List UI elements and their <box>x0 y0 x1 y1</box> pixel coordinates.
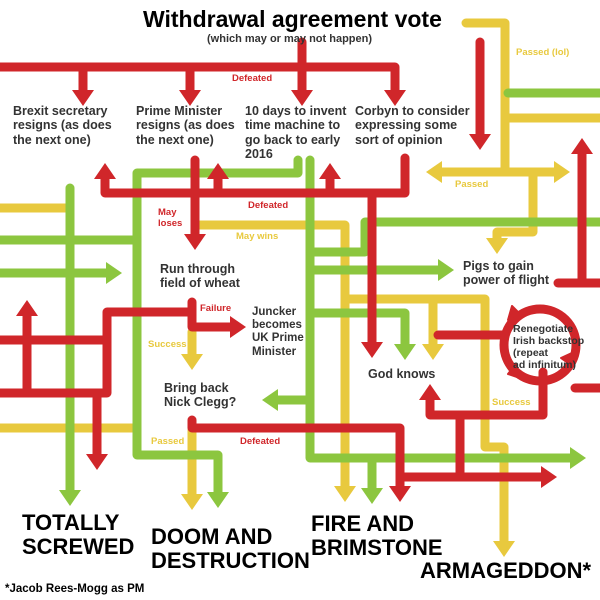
outcome-doom: DOOM AND DESTRUCTION <box>151 524 310 574</box>
node-god-knows: God knows <box>368 367 436 381</box>
label-passed-bottom: Passed <box>151 436 185 447</box>
label-failure: Failure <box>200 303 232 314</box>
label-success-right: Success <box>492 397 531 408</box>
label-defeated-mid: Defeated <box>248 200 289 211</box>
node-brexit-secretary: Brexit secretary resigns (as does the ne… <box>13 104 112 147</box>
defeated-paths <box>0 37 600 502</box>
subtitle: (which may or may not happen) <box>207 33 373 45</box>
outcome-fire: FIRE AND BRIMSTONE <box>311 511 443 561</box>
node-corbyn: Corbyn to consider expressing some sort … <box>355 104 470 147</box>
page-title: Withdrawal agreement vote <box>143 6 442 32</box>
footnote: *Jacob Rees-Mogg as PM <box>5 583 145 595</box>
node-juncker: Juncker becomes UK Prime Minister <box>252 306 304 358</box>
node-nick-clegg: Bring back Nick Clegg? <box>164 381 237 410</box>
label-may-wins: May wins <box>236 231 279 242</box>
renegotiate-loop <box>499 304 581 386</box>
outcome-armageddon: ARMAGEDDON* <box>420 558 592 583</box>
node-ten-days: 10 days to invent time machine to go bac… <box>245 104 347 162</box>
label-defeated-bottom: Defeated <box>240 436 281 447</box>
label-passed-lol: Passed (lol) <box>516 47 570 58</box>
outcome-totally-screwed: TOTALLY SCREWED <box>22 510 135 560</box>
label-passed-right: Passed <box>455 179 489 190</box>
node-pigs: Pigs to gain power of flight <box>463 259 550 288</box>
label-may-loses: May loses <box>158 207 183 229</box>
node-run-wheat: Run through field of wheat <box>160 262 240 291</box>
label-success-left: Success <box>148 339 187 350</box>
label-defeated-top: Defeated <box>232 73 273 84</box>
node-renegotiate: Renegotiate Irish backstop (repeat ad in… <box>513 323 585 372</box>
node-prime-minister: Prime Minister resigns (as does the next… <box>136 104 235 147</box>
